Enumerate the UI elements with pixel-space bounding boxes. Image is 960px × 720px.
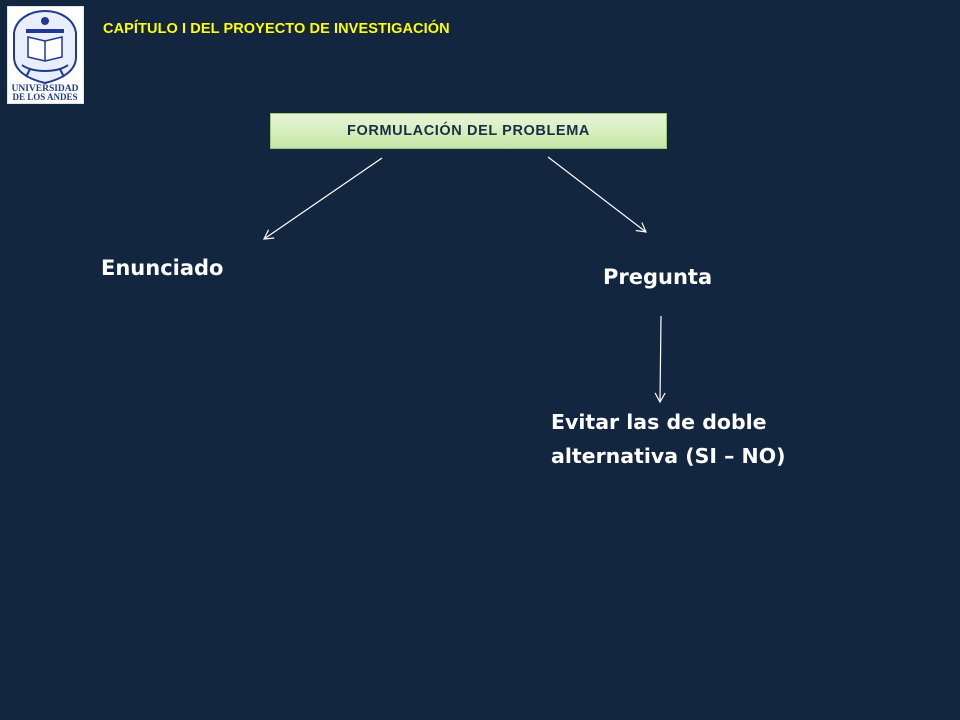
root-node-label: FORMULACIÓN DEL PROBLEMA	[347, 123, 590, 139]
university-crest-icon: UNIVERSIDAD DE LOS ANDES	[11, 9, 79, 102]
node-evitar-line1: Evitar las de doble	[551, 410, 767, 434]
arrow-to-pregunta	[547, 156, 647, 233]
chapter-title: CAPÍTULO I DEL PROYECTO DE INVESTIGACIÓN	[103, 21, 450, 37]
node-evitar-line2: alternativa (SI – NO)	[551, 444, 786, 468]
arrow-to-evitar	[654, 315, 666, 404]
root-node-box: FORMULACIÓN DEL PROBLEMA	[270, 113, 667, 149]
node-pregunta: Pregunta	[603, 265, 713, 289]
node-evitar: Evitar las de doble alternativa (SI – NO…	[551, 405, 871, 473]
logo-text-line2: DE LOS ANDES	[12, 92, 77, 102]
logo-text-line1: UNIVERSIDAD	[11, 84, 78, 94]
arrow-to-enunciado	[262, 157, 383, 240]
node-enunciado: Enunciado	[101, 256, 224, 280]
university-logo: UNIVERSIDAD DE LOS ANDES	[7, 6, 84, 104]
